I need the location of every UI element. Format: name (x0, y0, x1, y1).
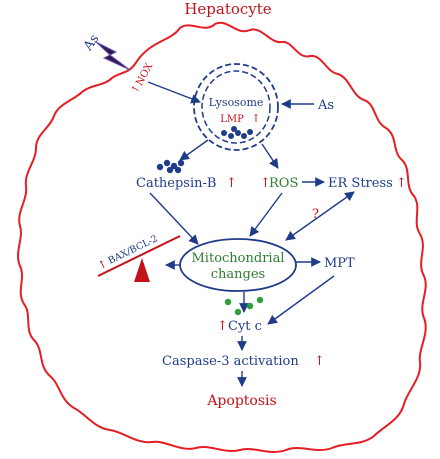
cytc-up-arrow: ↑ (217, 319, 228, 334)
mpt-label: MPT (324, 256, 355, 271)
apoptosis-label: Apoptosis (206, 393, 276, 409)
lysosome-inner-membrane (201, 70, 271, 144)
arrow-cathepsin-to-mitochondria (149, 192, 199, 245)
ros-up-arrow: ↑ (260, 176, 271, 191)
cytc-granules (224, 296, 264, 316)
as-entry-label: As (80, 32, 102, 55)
arrow-mpt-to-cytc (267, 275, 335, 325)
question-mark-label: ? (312, 207, 319, 222)
cytc-label: Cyt c (228, 319, 262, 334)
arrow-nox-to-lysosome (147, 81, 201, 104)
caspase-label: Caspase-3 activation (162, 354, 299, 369)
arrow-ros-to-mitochondria (249, 192, 283, 237)
hepatocyte-title: Hepatocyte (184, 0, 271, 18)
lysosome-granules (221, 126, 253, 139)
as-right-label: As (317, 98, 334, 113)
arrow-lysosome-to-cathepsin (179, 139, 209, 161)
mitochondrial-label-line2: changes (211, 267, 265, 282)
lmp-up-arrow: ↑ (251, 112, 260, 125)
lightning-bolt-icon (95, 41, 131, 71)
cathepsin-b-label: Cathepsin-B (136, 176, 216, 191)
arrow-er-stress-mitochondria (285, 191, 355, 241)
cathepsin-granules (156, 159, 185, 174)
lysosome-label: Lysosome (209, 96, 264, 109)
caspase-up-arrow: ↑ (314, 354, 325, 369)
ros-label: ROS (269, 176, 298, 191)
cathepsin-up-arrow: ↑ (226, 176, 237, 191)
er-stress-label: ER Stress (328, 176, 393, 191)
mitochondrial-label-line1: Mitochondrial (192, 251, 285, 266)
cell-membrane-outline (17, 21, 427, 453)
lysosome-outer-membrane (193, 63, 279, 151)
arrow-lysosome-to-ros (261, 143, 279, 169)
er-stress-up-arrow: ↑ (396, 176, 407, 191)
lmp-label: LMP (220, 114, 244, 125)
bax-bcl2-balance-icon (97, 235, 181, 282)
